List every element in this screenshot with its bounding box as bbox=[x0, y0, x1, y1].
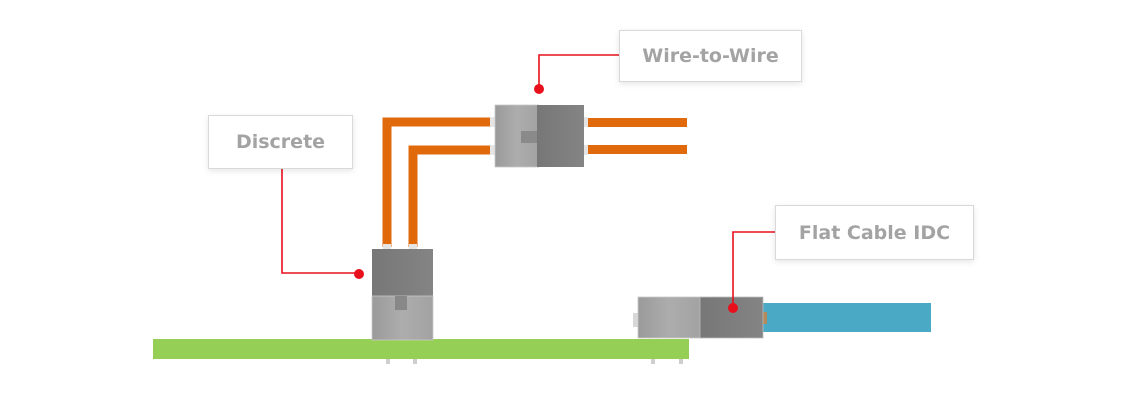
pcb-pin bbox=[413, 359, 417, 364]
pcb-body bbox=[153, 339, 689, 359]
flat-cable-idc-connector bbox=[633, 296, 764, 339]
callout-line bbox=[538, 54, 619, 88]
wire-ferrule bbox=[490, 117, 495, 127]
label-flat-cable-idc-text: Flat Cable IDC bbox=[798, 221, 951, 244]
label-wire-to-wire-text: Wire-to-Wire bbox=[642, 45, 779, 67]
discrete-connector bbox=[371, 249, 434, 341]
callout-line bbox=[281, 169, 358, 274]
callout-dot bbox=[728, 303, 738, 313]
wire-ferrule bbox=[584, 145, 588, 155]
callout-discrete bbox=[281, 169, 364, 279]
wire-to-wire-connector bbox=[494, 104, 584, 168]
wire-out-bottom bbox=[587, 145, 687, 154]
wire-ferrule bbox=[490, 145, 495, 155]
connector-latch bbox=[521, 131, 537, 143]
callout-wire-to-wire bbox=[534, 54, 619, 94]
connector-latch bbox=[395, 296, 407, 310]
wire-inner bbox=[408, 145, 493, 247]
wire-out-top bbox=[587, 118, 687, 127]
connector-housing-dark bbox=[699, 296, 764, 339]
callout-dot bbox=[534, 84, 544, 94]
pcb-pin bbox=[386, 359, 390, 364]
callout-flat-cable-idc bbox=[728, 231, 775, 313]
label-discrete-text: Discrete bbox=[235, 131, 326, 153]
wire-ferrule bbox=[383, 244, 391, 249]
connector-housing-dark bbox=[537, 105, 584, 167]
flat-cable-contact bbox=[762, 312, 767, 324]
discrete-wires bbox=[382, 117, 495, 249]
output-wires bbox=[584, 117, 687, 155]
flat-cable bbox=[762, 303, 931, 332]
callout-dot bbox=[354, 269, 364, 279]
wire-outer bbox=[382, 117, 493, 247]
callout-line bbox=[732, 231, 775, 307]
pcb-board bbox=[153, 339, 689, 364]
wire-ferrule bbox=[409, 244, 417, 249]
pcb-pin bbox=[679, 359, 683, 364]
connector-housing-dark bbox=[372, 249, 433, 296]
label-discrete: Discrete bbox=[208, 115, 353, 169]
flat-cable-body bbox=[762, 303, 931, 332]
connector-housing-light bbox=[637, 296, 702, 339]
wire-ferrule bbox=[584, 117, 588, 127]
label-flat-cable-idc: Flat Cable IDC bbox=[775, 205, 974, 260]
label-wire-to-wire: Wire-to-Wire bbox=[619, 30, 802, 82]
connector-pin-stub bbox=[633, 313, 639, 327]
pcb-pin bbox=[651, 359, 655, 364]
